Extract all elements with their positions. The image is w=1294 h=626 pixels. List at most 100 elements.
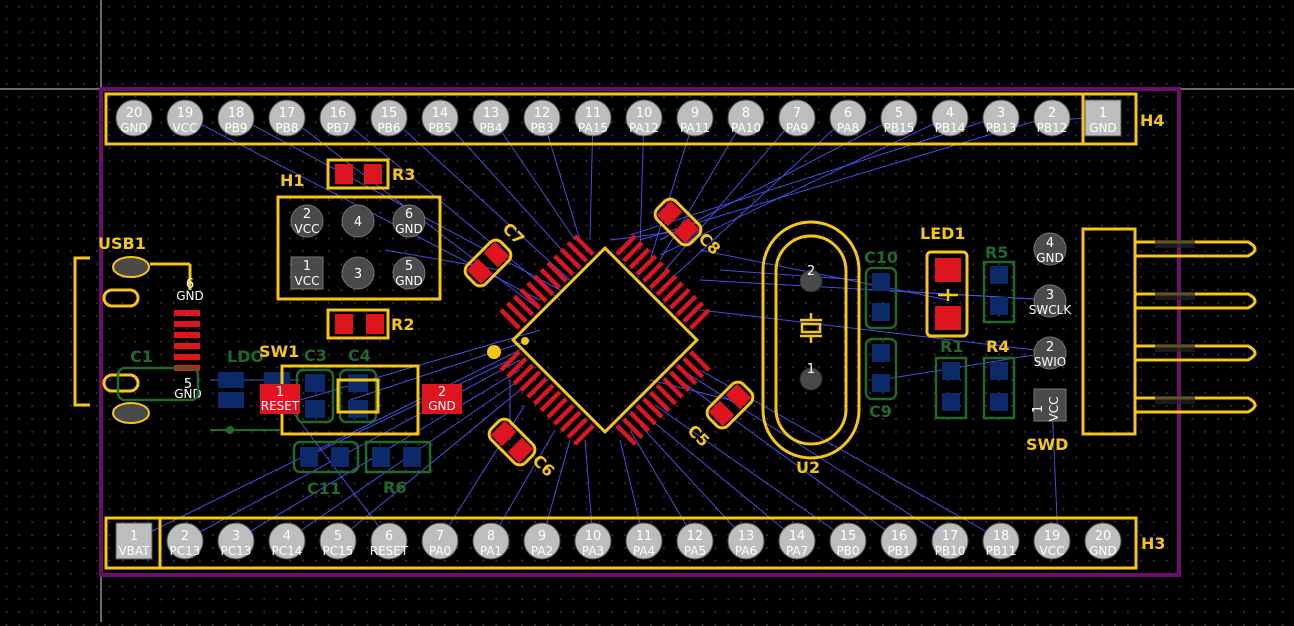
sw1-pad2-num: 2 — [438, 385, 446, 400]
mcu-pad — [526, 281, 548, 303]
r5-resistor: R5 — [982, 243, 1016, 324]
c5-capacitor — [705, 380, 755, 430]
mcu-pad — [506, 357, 528, 379]
h1-pin-num: 1 — [303, 259, 311, 274]
u2-ref: U2 — [796, 458, 820, 477]
c8-capacitor — [653, 197, 703, 247]
h4-pin-num: 11 — [585, 106, 602, 121]
h1-pin-name: VCC — [295, 274, 320, 288]
h4-pin-num: 8 — [742, 106, 750, 121]
r1-resistor: R1 — [934, 337, 968, 420]
led1: LED1 — [920, 224, 969, 338]
h4-pin-num: 3 — [997, 106, 1005, 121]
h4-pin-num: 18 — [228, 106, 245, 121]
h1-pin-num: 2 — [303, 207, 311, 222]
r3-resistor: R3 — [326, 158, 415, 190]
c6-capacitor — [487, 417, 537, 467]
mcu-pad — [573, 234, 595, 256]
mcu-pad — [566, 417, 588, 439]
mcu-pad — [546, 397, 568, 419]
h4-pin-name: VCC — [173, 121, 198, 135]
h1-pin[interactable]: 4 — [341, 204, 375, 238]
ldo-ref: LDO — [227, 347, 264, 366]
h3-pin-num: 10 — [585, 529, 602, 544]
c5-ref: C5 — [684, 421, 714, 451]
h4-pin-num: 16 — [330, 106, 347, 121]
h3-pin-name: PA7 — [786, 544, 808, 558]
h4-pin-name: PB14 — [935, 121, 966, 135]
crystal-symbol-icon — [800, 313, 822, 343]
h1-pin[interactable]: 3 — [341, 256, 375, 290]
mcu-pad — [615, 234, 637, 256]
h3-pin-num: 16 — [891, 529, 908, 544]
swd-pin-name: SWCLK — [1029, 303, 1073, 317]
usb1-connector: USB1 6 GND 5 GND — [73, 234, 204, 424]
mcu-pad — [566, 241, 588, 263]
sw1-pad1-num: 1 — [276, 385, 284, 400]
h4-pin-num: 15 — [381, 106, 398, 121]
h4-pin-name: PB9 — [224, 121, 247, 135]
h4-pin-num: 1 — [1099, 106, 1107, 121]
mcu-pad — [499, 308, 521, 330]
swd-pin-name: GND — [1036, 251, 1064, 265]
h3-pin-name: PA0 — [429, 544, 451, 558]
h3-pin-num: 14 — [789, 529, 806, 544]
h3-pin-name: PA1 — [480, 544, 502, 558]
c4-ref: C4 — [348, 346, 371, 365]
c3-ref: C3 — [304, 346, 327, 365]
mcu-pad — [635, 404, 657, 426]
mcu-pad — [539, 267, 562, 290]
